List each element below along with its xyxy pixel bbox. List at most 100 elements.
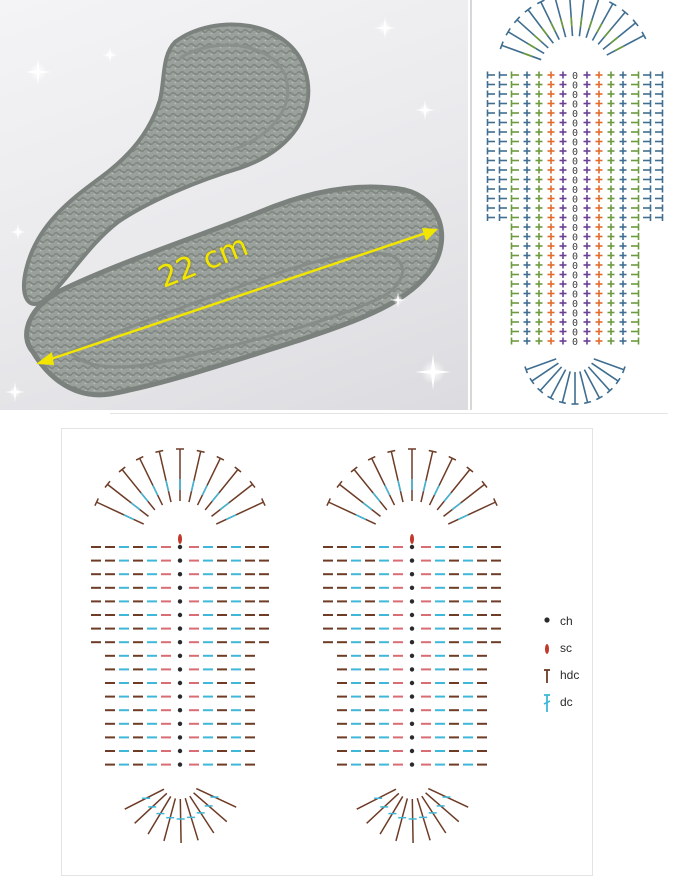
- chain-stitch: [409, 585, 415, 590]
- fan-stitch-inner: [588, 19, 593, 29]
- toe-stitch-inner: [362, 502, 373, 511]
- chain-stitch: [177, 612, 183, 618]
- heel-stitch: [366, 792, 400, 824]
- heel-stitch: [395, 798, 409, 842]
- heel-stitch-top: [595, 395, 603, 401]
- fan-stitch: [606, 34, 645, 56]
- fan-stitch-inner: [523, 52, 533, 58]
- toe-stitch: [370, 457, 396, 506]
- fan-stitch-top: [499, 41, 504, 50]
- toe-stitch-top: [387, 449, 396, 453]
- chain-stitch: 0: [572, 100, 578, 111]
- right-sole-chart: [323, 448, 501, 844]
- toe-stitch-top: [155, 449, 164, 453]
- toe-stitch: [196, 457, 222, 506]
- chain-stitch: [409, 558, 415, 563]
- fan-stitch: [578, 0, 585, 37]
- heel-stitch-top: [524, 366, 529, 374]
- center-sc-stitch: [178, 534, 182, 544]
- fan-stitch: [527, 9, 554, 44]
- chain-stitch: 0: [572, 309, 578, 320]
- heel-stitch: [593, 358, 625, 371]
- toe-stitch-inner: [451, 502, 462, 511]
- fan-stitch: [540, 1, 560, 40]
- single-crochet-symbol-icon: [545, 644, 549, 654]
- toe-stitch-top: [481, 480, 488, 488]
- toe-stitch-top: [350, 466, 358, 473]
- heel-stitch-top: [606, 387, 613, 394]
- chain-stitch: 0: [572, 271, 578, 282]
- fan-stitch: [597, 11, 626, 45]
- heel-stitch: [587, 366, 611, 392]
- toe-stitch-inner: [211, 492, 220, 502]
- chain-stitch: 0: [572, 252, 578, 263]
- fan-stitch: [569, 0, 574, 37]
- chain-stitch: [177, 653, 183, 658]
- chain-stitch: [177, 667, 183, 672]
- fan-stitch-inner: [550, 22, 556, 32]
- chain-stitch: [177, 640, 183, 645]
- chain-stitch: [409, 721, 415, 726]
- toe-stitch: [428, 457, 454, 506]
- toe-stitch-top: [234, 466, 242, 473]
- heel-stitch: [579, 371, 589, 403]
- chain-stitch: 0: [572, 261, 578, 272]
- fan-stitch-inner: [559, 18, 564, 29]
- toe-stitch-inner: [372, 492, 381, 502]
- fan-stitch-top: [621, 9, 629, 16]
- chain-stitch: 0: [572, 242, 578, 253]
- fan-stitch-top: [505, 27, 511, 36]
- fan-stitch-inner: [614, 45, 624, 52]
- chain-stitch: 0: [572, 280, 578, 291]
- chain-stitch: 0: [572, 176, 578, 187]
- chain-stitch: [177, 735, 183, 740]
- stitch-legend: ch sc hdc dc: [542, 612, 592, 720]
- heel-stitch: [193, 792, 228, 823]
- chain-stitch: 0: [572, 128, 578, 139]
- heel-stitch: [163, 798, 177, 842]
- half-double-crochet-symbol-icon: [544, 669, 550, 683]
- heel-stitch-top: [615, 377, 621, 385]
- legend-item-hdc: hdc: [542, 666, 592, 693]
- front-sole: [24, 184, 445, 398]
- chain-stitch: [177, 599, 183, 604]
- chain-stitch: [409, 762, 415, 767]
- chain-stitch: 0: [572, 204, 578, 215]
- center-sc-stitch: [410, 534, 414, 544]
- chain-stitch: [409, 748, 415, 754]
- toe-stitch-top: [261, 498, 266, 507]
- toe-stitch: [390, 451, 404, 503]
- chain-stitch: 0: [572, 185, 578, 196]
- fan-stitch: [516, 19, 549, 49]
- heel-stitch: [134, 792, 168, 824]
- toe-stitch-inner: [384, 484, 391, 496]
- chain-stitch: [409, 626, 415, 631]
- toe-stitch: [138, 457, 164, 506]
- chain-stitch: [409, 599, 415, 604]
- toe-stitch-inner: [165, 480, 170, 492]
- heel-stitch: [583, 369, 601, 399]
- toe-stitch-inner: [225, 514, 237, 521]
- heel-stitch: [179, 798, 182, 844]
- heel-stitch: [531, 362, 559, 382]
- chain-stitch: [177, 626, 183, 631]
- fan-stitch-top: [632, 19, 639, 27]
- fan-stitch-top: [536, 0, 545, 5]
- toe-stitch-top: [336, 480, 343, 488]
- heel-stitch: [416, 797, 431, 841]
- chain-stitch: 0: [572, 318, 578, 329]
- chain-stitch: 0: [572, 214, 578, 225]
- chain-stitch: 0: [572, 328, 578, 339]
- chain-stitch: 0: [572, 223, 578, 234]
- toe-stitch-inner: [433, 484, 440, 496]
- sole-photo: 22 cm: [0, 0, 468, 410]
- heel-stitch: [427, 787, 469, 808]
- chain-stitch: [177, 572, 183, 577]
- toe-stitch: [436, 469, 471, 511]
- toe-stitch: [353, 469, 388, 511]
- toe-stitch: [211, 483, 253, 517]
- heel-stitch: [421, 795, 447, 834]
- toe-stitch-top: [104, 480, 111, 488]
- fan-stitch-top: [608, 1, 617, 7]
- toe-stitch-top: [94, 498, 99, 507]
